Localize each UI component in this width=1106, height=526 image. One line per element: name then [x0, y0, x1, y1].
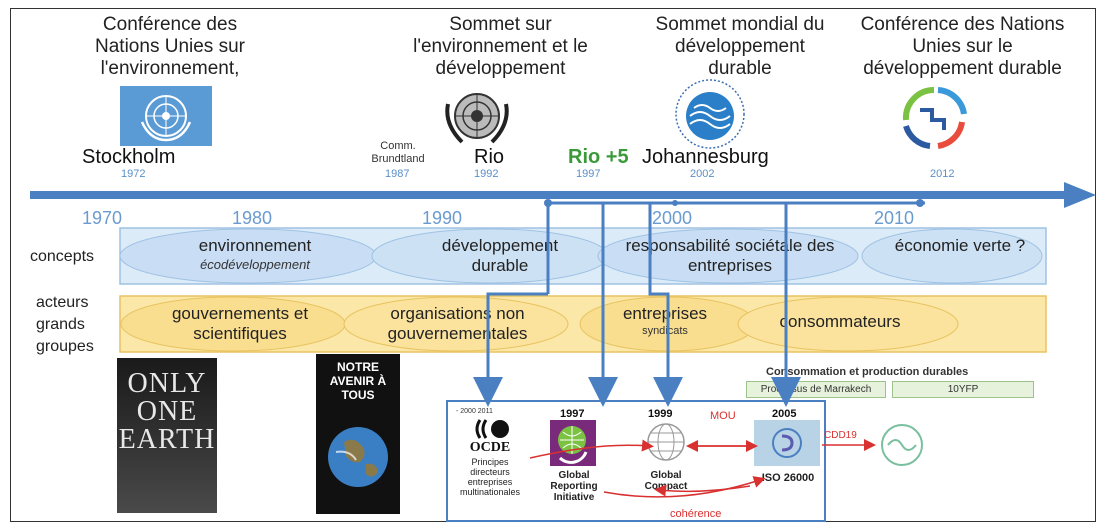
- un-flag-icon: [120, 86, 212, 146]
- gri-label: Global Reporting Initiative: [550, 470, 598, 503]
- earth-icon: [328, 427, 388, 487]
- iso-26000-logo-icon: [754, 420, 820, 466]
- iso-year: 2005: [772, 408, 797, 420]
- ocde-description: Principes directeurs entreprises multina…: [459, 457, 521, 497]
- year-1972: 1972: [121, 168, 146, 180]
- acteur-entreprises: entreprises: [622, 304, 708, 323]
- decade-2010: 2010: [874, 208, 915, 228]
- acteurs-band: [119, 295, 1047, 353]
- concept-rse: responsabilité sociétale des entreprises: [625, 236, 835, 275]
- concept-environnement: environnement: [198, 236, 312, 255]
- concept-economie-verte: économie verte ?: [894, 236, 1026, 255]
- event-title-stockholm: Conférence des Nations Unies sur l'envir…: [95, 14, 245, 79]
- acteur-ong: organisations non gouvernementales: [387, 304, 528, 343]
- concept-developpement-durable: développement durable: [441, 236, 559, 275]
- decade-1990: 1990: [422, 208, 463, 228]
- book-title-notre-avenir: NOTRE AVENIR À TOUS: [329, 360, 387, 402]
- ocde-label: OCDE: [469, 440, 511, 455]
- decade-1970: 1970: [82, 208, 123, 228]
- global-compact-year: 1999: [648, 408, 673, 420]
- event-title-rio: Sommet sur l'environnement et le dévelop…: [413, 14, 588, 79]
- un-emblem-icon: [445, 93, 509, 144]
- acteur-gouvernements: gouvernements et scientifiques: [171, 304, 309, 343]
- year-2002: 2002: [690, 168, 715, 180]
- decade-1980: 1980: [232, 208, 273, 228]
- mou-label: MOU: [710, 410, 736, 422]
- marrakech-title: Consommation et production durables: [766, 366, 969, 378]
- year-1997: 1997: [576, 168, 601, 180]
- event-title-rio20: Conférence des Nations Unies sur le déve…: [860, 14, 1065, 79]
- book-cover-only-one-earth: ONLY ONE EARTH: [117, 358, 217, 513]
- decade-2000: 2000: [652, 208, 693, 228]
- book-title-only-one-earth: ONLY ONE EARTH: [118, 368, 216, 455]
- concepts-band: [119, 227, 1047, 285]
- year-1992: 1992: [474, 168, 499, 180]
- cdd19-label: CDD19: [824, 430, 857, 441]
- book-cover-notre-avenir: NOTRE AVENIR À TOUS: [316, 354, 400, 514]
- coherence-label: cohérence: [670, 508, 722, 520]
- timeline-axis: [30, 182, 1096, 208]
- event-title-johannesburg: Sommet mondial du développement durable: [655, 14, 825, 79]
- gri-year: 1997: [560, 408, 585, 420]
- ocde-logo-icon: [475, 419, 509, 439]
- johannesburg-summit-logo-icon: [675, 79, 745, 149]
- year-1987: 1987: [385, 168, 410, 180]
- place-brundtland: Comm. Brundtland: [371, 140, 425, 165]
- concept-ecodeveloppement: écodéveloppement: [200, 257, 310, 272]
- concepts-label: concepts: [30, 248, 95, 265]
- place-rio-plus-5: Rio +5: [568, 146, 629, 168]
- place-rio: Rio: [474, 146, 505, 168]
- place-johannesburg: Johannesburg: [642, 146, 769, 168]
- acteurs-label: acteurs grands groupes: [36, 294, 94, 355]
- tenyfp-box: 10YFP: [892, 381, 1034, 398]
- cdd-logo-icon: [881, 424, 923, 466]
- place-stockholm: Stockholm: [82, 146, 176, 168]
- iso-26000-label: ISO 26000: [761, 472, 815, 484]
- gri-logo-icon: [550, 420, 596, 466]
- acteur-consommateurs: consommateurs: [779, 312, 901, 331]
- rio20-logo-icon: [902, 86, 967, 149]
- acteur-syndicats: syndicats: [642, 325, 688, 337]
- year-2012: 2012: [930, 168, 955, 180]
